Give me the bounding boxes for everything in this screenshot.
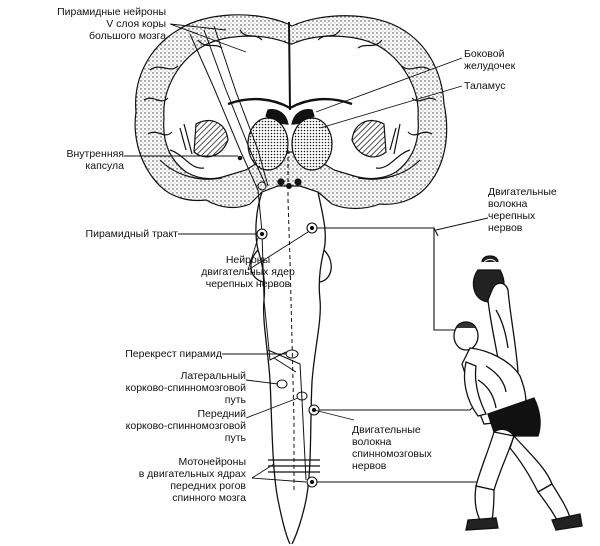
cranial-nerve-fiber [317,227,456,331]
pyramidal-tract-fibers [189,25,308,490]
longitudinal-fissure [288,21,291,111]
label-thalamus: Таламус [464,80,506,92]
label-cranial-nuclei-neurons: Нейроны двигательных ядер черепных нерво… [201,254,295,290]
cord-right-edge [291,191,326,545]
label-lateral-ventricle: Боковой желудочек [464,48,516,72]
spinal-fiber-upper [319,399,481,411]
lentiform-right [351,119,387,158]
label-pyramid-decussation: Перекрест пирамид [125,348,222,360]
thalamus-right [291,117,333,171]
brain-section [134,14,448,210]
label-anterior-tract: Передний корково-спинномозговой путь [125,408,246,444]
athlete-figure [453,255,583,531]
label-lateral-tract: Латеральный корково-спинномозговой путь [125,370,246,406]
label-pyramidal-neurons: Пирамидные нейроны V слоя коры большого … [57,6,166,42]
trunks [487,397,541,437]
corpus-callosum [227,97,353,110]
label-internal-capsule: Внутренняя капсула [66,148,124,172]
thalamus-left [247,117,289,171]
cord-left-edge [255,191,291,545]
brainstem-spinal-cord [250,191,332,545]
label-spinal-motor-fibers: Двигательные волокна спинномозговых нерв… [352,424,432,472]
label-motoneurons: Мотонейроны в двигательных ядрах передни… [138,456,246,504]
leader-lines [124,23,489,483]
label-pyramidal-tract: Пирамидный тракт [85,228,178,240]
label-cranial-motor-fibers: Двигательные волокна черепных нервов [488,186,557,234]
cranial-nuclei-neurons [256,222,318,240]
